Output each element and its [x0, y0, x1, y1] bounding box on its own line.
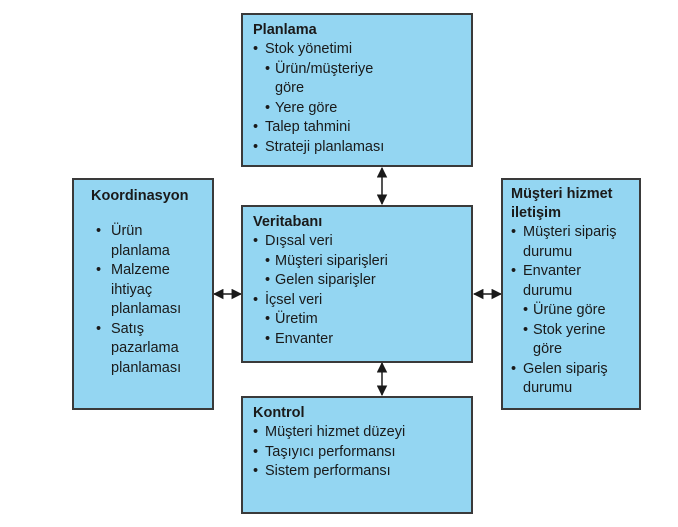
- musteri-item: Müşteri sipariş: [511, 223, 639, 243]
- kontrol-box: Kontrol Müşteri hizmet düzeyiTaşıyıcı pe…: [241, 396, 473, 514]
- koordinasyon-list: ÜrünplanlamaMalzemeihtiyaçplanlamasıSatı…: [89, 222, 212, 378]
- veritabani-list: Dışsal veriMüşteri siparişleriGelen sipa…: [253, 232, 471, 349]
- veritabani-item: Dışsal veri: [253, 232, 471, 252]
- musteri-item: Gelen sipariş: [511, 360, 639, 380]
- kontrol-item: Taşıyıcı performansı: [253, 443, 471, 463]
- planlama-item: Strateji planlaması: [253, 138, 471, 158]
- musteri-item: göre: [533, 341, 563, 357]
- planlama-title: Planlama: [253, 22, 317, 38]
- koordinasyon-item: planlaması: [111, 301, 182, 317]
- veritabani-title: Veritabanı: [253, 214, 323, 230]
- planlama-list: Stok yönetimiÜrün/müşteriyegöreYere göre…: [253, 40, 471, 157]
- musteri-title-line2: iletişim: [511, 205, 561, 221]
- musteri-item: Ürüne göre: [511, 301, 639, 321]
- koordinasyon-item: Ürün: [89, 222, 212, 242]
- planlama-item: göre: [275, 80, 305, 96]
- planlama-item: Talep tahmini: [253, 118, 471, 138]
- koordinasyon-item: Satış: [89, 320, 212, 340]
- planlama-box: Planlama Stok yönetimiÜrün/müşteriyegöre…: [241, 13, 473, 167]
- musteri-item: Stok yerine: [511, 321, 639, 341]
- musteri-item: durumu: [523, 380, 573, 396]
- veritabani-item: Üretim: [253, 310, 471, 330]
- veritabani-item: Müşteri siparişleri: [253, 252, 471, 272]
- musteri-title-line1: Müşteri hizmet: [511, 186, 613, 202]
- kontrol-item: Müşteri hizmet düzeyi: [253, 423, 471, 443]
- koordinasyon-item: ihtiyaç: [111, 281, 153, 298]
- veritabani-item: Gelen siparişler: [253, 271, 471, 291]
- kontrol-list: Müşteri hizmet düzeyiTaşıyıcı performans…: [253, 423, 471, 482]
- koordinasyon-item: planlama: [111, 242, 170, 259]
- koordinasyon-box: Koordinasyon ÜrünplanlamaMalzemeihtiyaç p…: [72, 178, 214, 410]
- koordinasyon-title: Koordinasyon: [91, 188, 189, 204]
- kontrol-title: Kontrol: [253, 405, 305, 421]
- planlama-item: Stok yönetimi: [253, 40, 471, 60]
- koordinasyon-item: planlaması: [111, 359, 182, 376]
- musteri-box: Müşteri hizmet iletişim Müşteri siparişd…: [501, 178, 641, 410]
- planlama-item: Yere göre: [253, 99, 471, 119]
- veritabani-box: Veritabanı Dışsal veriMüşteri siparişler…: [241, 205, 473, 363]
- kontrol-item: Sistem performansı: [253, 462, 471, 482]
- musteri-item: Envanter: [511, 262, 639, 282]
- veritabani-item: Envanter: [253, 330, 471, 350]
- planlama-item: Ürün/müşteriye: [253, 60, 471, 80]
- musteri-list: Müşteri siparişdurumuEnvanterdurumuÜrüne…: [511, 223, 639, 399]
- koordinasyon-item: pazarlama: [111, 340, 179, 356]
- veritabani-item: İçsel veri: [253, 291, 471, 311]
- musteri-item: durumu: [523, 243, 573, 260]
- koordinasyon-item: Malzeme: [89, 261, 212, 281]
- musteri-item: durumu: [523, 282, 573, 299]
